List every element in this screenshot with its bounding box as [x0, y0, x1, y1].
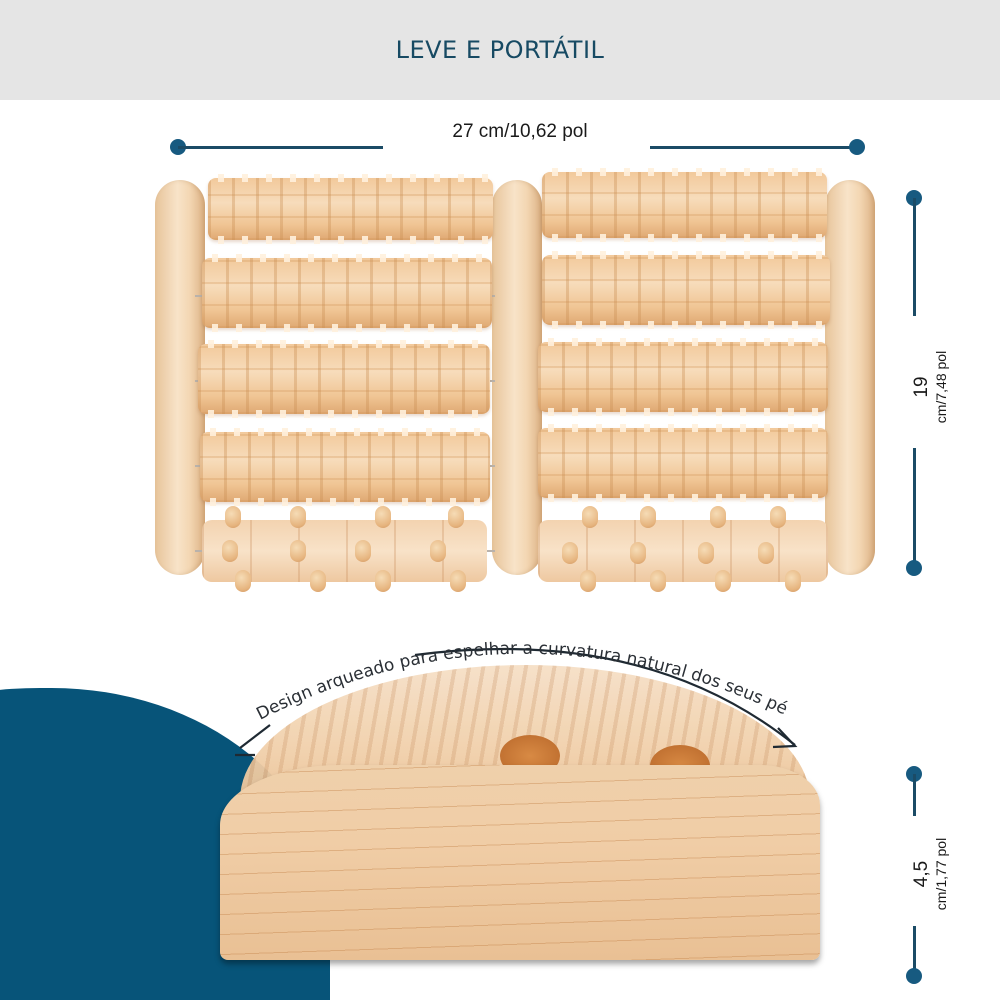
massage-knob	[562, 542, 578, 564]
height-dimension-label: 4,5 cm/1,77 pol	[911, 804, 949, 944]
height-value: 4,5	[911, 860, 932, 888]
header-band: LEVE E PORTÁTIL	[0, 0, 1000, 100]
dimension-line-segment	[913, 774, 916, 816]
textured-roller	[542, 168, 827, 242]
massage-knob	[310, 570, 326, 592]
height-dimension-line	[904, 766, 924, 984]
dimension-endpoint-dot	[906, 968, 922, 984]
massage-knob	[785, 570, 801, 592]
frame-rail-center	[492, 180, 542, 575]
width-dimension-label: 27 cm/10,62 pol	[452, 121, 588, 142]
dimension-line-segment	[650, 146, 855, 149]
curvature-caption-arc: Design arqueado para espelhar a curvatur…	[221, 605, 798, 757]
massage-knob	[450, 570, 466, 592]
textured-roller	[200, 428, 490, 506]
foot-massager-top-view	[150, 168, 880, 595]
massage-knob	[290, 540, 306, 562]
textured-roller	[198, 340, 490, 418]
textured-roller	[542, 251, 830, 329]
width-dimension-line	[170, 137, 865, 157]
massage-knob	[710, 506, 726, 528]
massage-knob	[222, 540, 238, 562]
massage-knob	[375, 506, 391, 528]
textured-roller	[202, 254, 492, 332]
length-unit: cm/7,48 pol	[933, 350, 949, 424]
massage-knob	[630, 542, 646, 564]
textured-roller	[538, 424, 828, 502]
massage-knob	[375, 570, 391, 592]
massage-knob	[225, 506, 241, 528]
frame-rail-right	[825, 180, 875, 575]
massage-knob	[580, 570, 596, 592]
dimension-line-segment	[178, 146, 383, 149]
massage-knob	[355, 540, 371, 562]
page-title: LEVE E PORTÁTIL	[395, 36, 605, 64]
length-dimension-label: 19 cm/7,48 pol	[911, 317, 949, 457]
massage-knob	[235, 570, 251, 592]
curvature-caption: Design arqueado para espelhar a curvatur…	[221, 605, 791, 724]
foot-massager-side-view	[220, 665, 820, 1000]
height-unit: cm/1,77 pol	[933, 837, 949, 911]
massage-knob	[650, 570, 666, 592]
curved-arrow-left	[239, 724, 271, 749]
curved-wooden-base	[220, 765, 820, 960]
dimension-line-segment	[913, 926, 916, 976]
textured-roller	[538, 338, 828, 416]
massage-knob	[430, 540, 446, 562]
frame-rail-left	[155, 180, 205, 575]
massage-knob	[758, 542, 774, 564]
massage-knob	[582, 506, 598, 528]
dimension-endpoint-dot	[906, 560, 922, 576]
length-dimension-line	[904, 190, 924, 580]
massage-knob	[698, 542, 714, 564]
textured-roller	[208, 174, 493, 244]
massage-knob	[770, 506, 786, 528]
dimension-endpoint-dot	[849, 139, 865, 155]
massage-knob	[448, 506, 464, 528]
arrow-head-right-icon	[772, 727, 798, 749]
dimension-line-segment	[913, 448, 916, 570]
length-value: 19	[911, 376, 932, 398]
massage-knob	[290, 506, 306, 528]
massage-knob	[715, 570, 731, 592]
dimension-line-segment	[913, 198, 916, 316]
curved-arrow-right	[414, 647, 796, 746]
massage-knob	[640, 506, 656, 528]
